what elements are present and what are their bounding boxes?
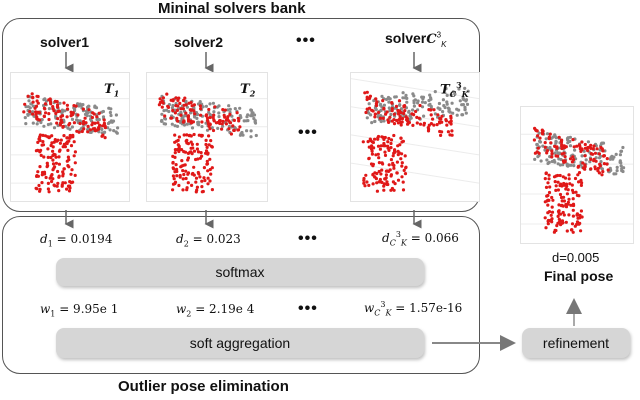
point-cloud-ck3: [350, 78, 480, 193]
solver-ck3-label-c: C: [426, 32, 437, 47]
weight-ck3: wC3K = 1.57e-16: [364, 300, 462, 317]
pose-label-ck3-sup: 3: [456, 80, 462, 90]
distance-2-symbol: d: [176, 232, 184, 246]
distance-1-symbol: d: [40, 232, 48, 246]
point-cloud-1: [11, 92, 129, 194]
pose-panel-1: [10, 72, 130, 202]
outlier-elimination-box: [2, 216, 480, 374]
distance-2-sub: 2: [183, 239, 189, 249]
weight-2-value: = 2.19e 4: [191, 302, 255, 316]
pose-label-1-t: T: [104, 82, 114, 97]
pose-label-2: T2: [240, 82, 255, 99]
solver-2-label: solver2: [174, 34, 224, 50]
solver-ck3-label-sup: 3: [436, 30, 442, 40]
point-cloud-final: [521, 126, 633, 234]
distance-ellipsis: •••: [298, 230, 318, 247]
point-cloud-2: [147, 92, 267, 194]
solver-ck3-label-text: solver: [385, 30, 427, 46]
weight-1-value: = 9.95e 1: [55, 302, 119, 316]
distance-ck3: dC3K = 0.066: [382, 230, 459, 247]
pose-label-ck3-subsub: K: [461, 88, 469, 99]
distance-ck3-sup: 3: [395, 230, 401, 239]
distance-ck3-subsub: K: [400, 238, 407, 248]
distance-ck3-symbol: d: [382, 231, 390, 245]
weight-1: w1 = 9.95e 1: [40, 302, 118, 318]
solvers-bank-title: Mininal solvers bank: [158, 0, 306, 17]
weight-1-sub: 1: [50, 309, 56, 319]
pose-panel-ck3: [350, 72, 480, 202]
refinement-block: refinement: [522, 328, 630, 358]
distance-2-value: = 0.023: [188, 232, 241, 246]
weight-ck3-symbol: w: [364, 301, 375, 315]
distance-1-value: = 0.0194: [52, 232, 113, 246]
pose-label-1: T1: [104, 82, 119, 99]
solver-ck3-label-subsub: K: [441, 39, 447, 49]
pose-label-ck3-sub: C: [449, 88, 457, 99]
softmax-block: softmax: [56, 258, 424, 286]
solver-ellipsis: •••: [296, 32, 316, 49]
final-pose-panel: [520, 106, 634, 244]
pose-label-2-t: T: [240, 82, 250, 97]
weight-2-symbol: w: [176, 302, 187, 316]
pose-label-ck3-t: T: [440, 82, 450, 98]
weight-ck3-sup: 3: [380, 300, 386, 309]
pose-label-1-sub: 1: [113, 88, 120, 99]
final-distance: d=0.005: [552, 250, 600, 265]
weight-ellipsis: •••: [298, 300, 318, 317]
pose-panel-2: [146, 72, 268, 202]
weight-2: w2 = 2.19e 4: [176, 302, 254, 318]
solver-ck3-label: solverC3K: [385, 30, 446, 49]
final-pose-label: Final pose: [544, 268, 614, 284]
pose-label-2-sub: 2: [249, 88, 256, 99]
distance-ck3-value: = 0.066: [406, 231, 459, 245]
weight-1-symbol: w: [40, 302, 51, 316]
panel-ellipsis: •••: [298, 124, 318, 141]
distance-1-sub: 1: [47, 239, 53, 249]
distance-1: d1 = 0.0194: [40, 232, 112, 248]
weight-2-sub: 2: [186, 309, 192, 319]
soft-aggregation-block: soft aggregation: [56, 328, 424, 358]
weight-ck3-sub: C: [374, 308, 381, 318]
weight-ck3-value: = 1.57e-16: [391, 301, 463, 315]
distance-ck3-sub: C: [389, 238, 396, 248]
outlier-elimination-title: Outlier pose elimination: [118, 378, 289, 395]
weight-ck3-subsub: K: [385, 308, 392, 318]
distance-2: d2 = 0.023: [176, 232, 241, 248]
solver-1-label: solver1: [40, 34, 90, 50]
pose-label-ck3: TC3K: [440, 80, 469, 99]
